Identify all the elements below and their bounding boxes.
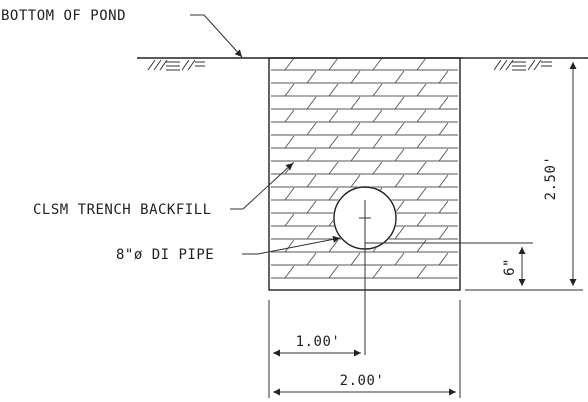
hatch-slash: [438, 226, 449, 240]
centerline-dimension-text: 1.00': [296, 334, 341, 350]
hatch-slash: [284, 265, 295, 279]
hatch-slash: [416, 83, 427, 97]
hatch-slash: [350, 70, 361, 84]
hatch-slash: [306, 122, 317, 136]
hatch-slash: [350, 148, 361, 162]
earth-symbol-left: [147, 59, 205, 71]
hatch-slash: [394, 148, 405, 162]
hatch-slash: [372, 135, 383, 149]
hatch-slash: [284, 57, 295, 71]
hatch-slash: [416, 187, 427, 201]
hatch-slash: [284, 239, 295, 253]
hatch-slash: [350, 122, 361, 136]
hatch-slash: [328, 83, 339, 97]
hatch-slash: [306, 70, 317, 84]
depth-dimension-text: 2.50': [543, 156, 559, 201]
hatch-slash: [438, 96, 449, 110]
pipe-label: 8"ø DI PIPE: [116, 247, 214, 263]
hatch-slash: [284, 109, 295, 123]
hatch-slash: [328, 57, 339, 71]
hatch-slash: [306, 226, 317, 240]
hatch-slash: [284, 83, 295, 97]
hatch-slash: [416, 161, 427, 175]
hatch-slash: [372, 161, 383, 175]
backfill-leader: [242, 162, 294, 210]
hatch-slash: [328, 135, 339, 149]
hatch-slash: [372, 265, 383, 279]
hatch-slash: [438, 148, 449, 162]
hatch-slash: [306, 200, 317, 214]
hatch-slash: [416, 265, 427, 279]
hatch-slash: [394, 70, 405, 84]
hatch-slash: [306, 174, 317, 188]
hatch-slash: [306, 96, 317, 110]
hatch-slash: [350, 96, 361, 110]
pipe-cover-dimension-text: 6": [502, 258, 518, 276]
backfill-label: CLSM TRENCH BACKFILL: [33, 202, 212, 218]
hatch-slash: [328, 187, 339, 201]
hatch-slash: [372, 109, 383, 123]
hatch-slash: [306, 252, 317, 266]
hatch-slash: [416, 239, 427, 253]
hatch-slash: [394, 96, 405, 110]
hatch-slash: [416, 57, 427, 71]
hatch-slash: [394, 226, 405, 240]
hatch-slash: [328, 161, 339, 175]
hatch-slash: [328, 265, 339, 279]
hatch-slash: [394, 252, 405, 266]
earth-symbol-right: [493, 59, 552, 71]
pipe-leader: [257, 235, 341, 255]
bottom-of-pond-leader: [203, 14, 243, 58]
hatch-slash: [438, 200, 449, 214]
hatch-slash: [438, 252, 449, 266]
hatch-slash: [284, 187, 295, 201]
hatch-slash: [350, 174, 361, 188]
hatch-slash: [394, 200, 405, 214]
hatch-slash: [416, 213, 427, 227]
hatch-slash: [394, 174, 405, 188]
hatch-slash: [394, 122, 405, 136]
hatch-slash: [372, 57, 383, 71]
hatch-slash: [284, 213, 295, 227]
hatch-slash: [350, 252, 361, 266]
hatch-slash: [306, 148, 317, 162]
hatch-slash: [416, 109, 427, 123]
hatch-slash: [438, 70, 449, 84]
bottom-of-pond-label: BOTTOM OF POND: [1, 8, 126, 24]
hatch-slash: [328, 239, 339, 253]
hatch-slash: [372, 83, 383, 97]
hatch-slash: [284, 135, 295, 149]
hatch-slash: [438, 174, 449, 188]
width-dimension-text: 2.00': [340, 373, 385, 389]
hatch-slash: [328, 109, 339, 123]
hatch-slash: [416, 135, 427, 149]
hatch-slash: [438, 122, 449, 136]
